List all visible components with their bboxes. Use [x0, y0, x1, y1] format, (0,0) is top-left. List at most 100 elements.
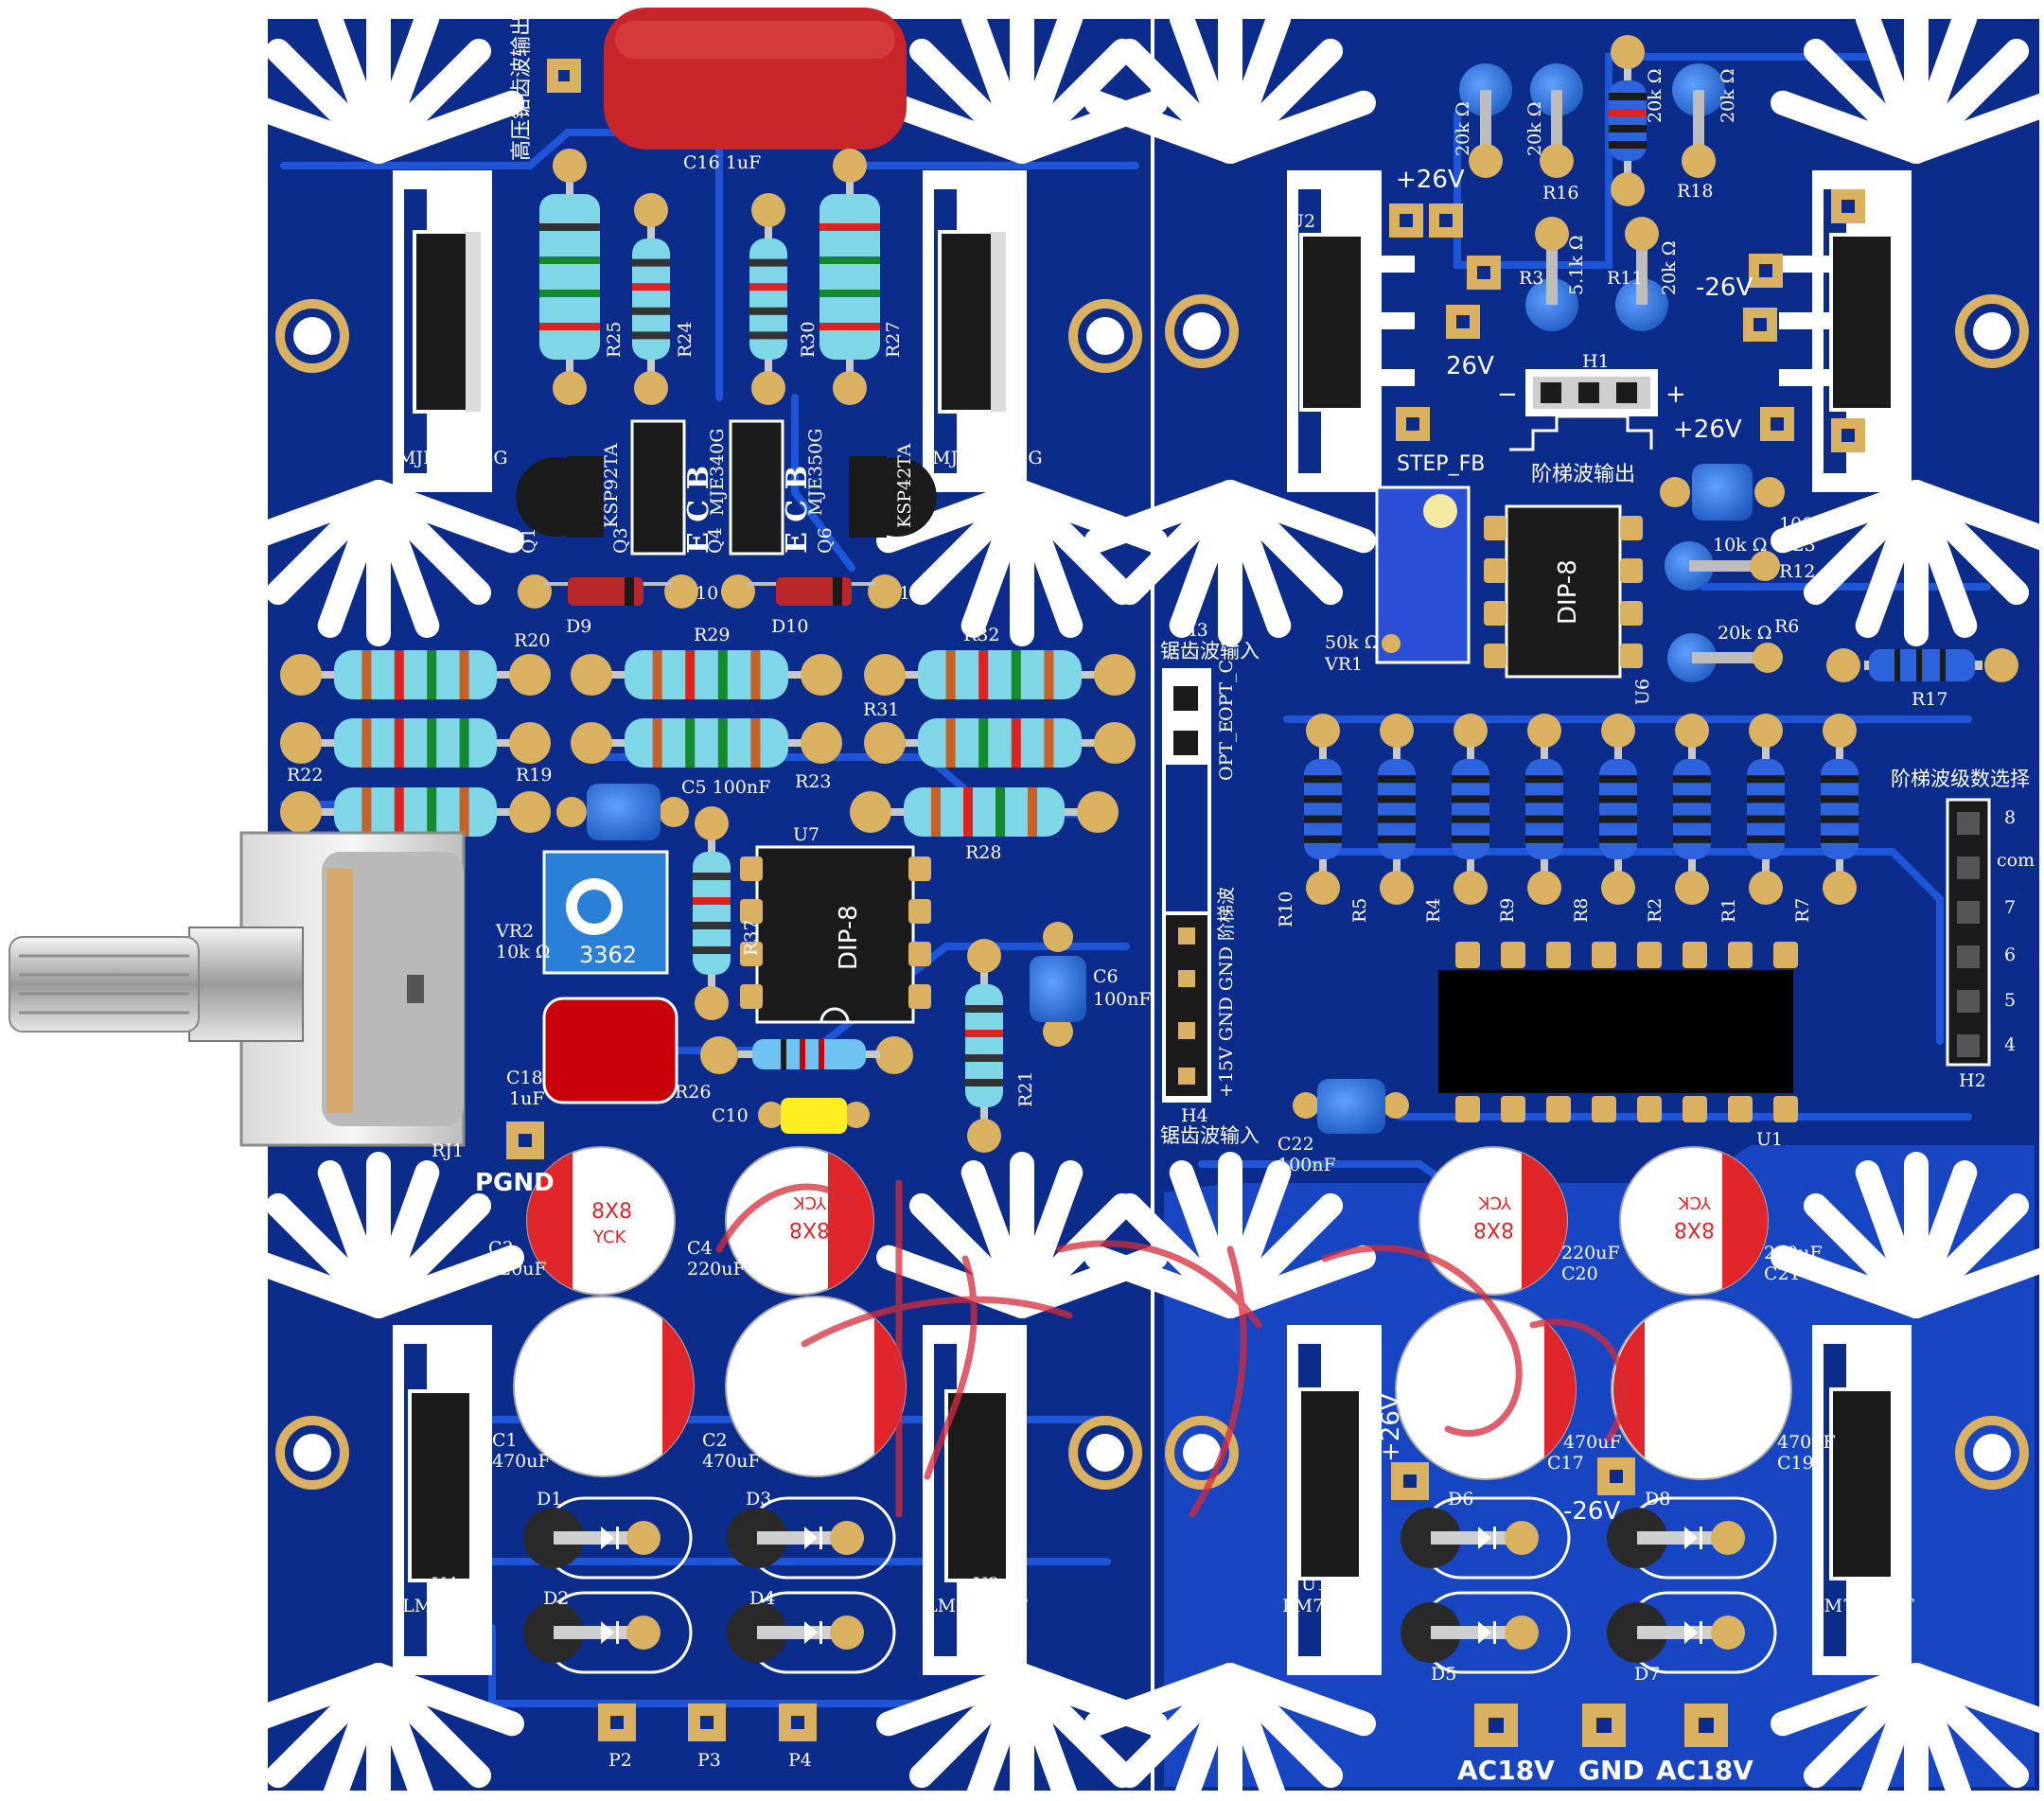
- capacitor-c19[interactable]: [1611, 1298, 1792, 1480]
- capacitor-c5[interactable]: [556, 784, 689, 840]
- bridge-diode: [727, 1496, 896, 1580]
- header-h3[interactable]: [1164, 670, 1209, 765]
- capacitor-c22[interactable]: [1293, 1079, 1409, 1134]
- pad: [801, 722, 842, 764]
- transistor-q6[interactable]: [849, 456, 937, 538]
- ic-pin: [908, 856, 931, 881]
- transistor-q2[interactable]: [413, 230, 483, 414]
- capacitor-c20[interactable]: [1418, 1146, 1568, 1296]
- capacitor-c4[interactable]: [725, 1146, 874, 1296]
- label-plus26-c: +26V: [1377, 1393, 1405, 1462]
- label-q5: Q5: [970, 424, 996, 445]
- capacitor-c21[interactable]: [1619, 1146, 1769, 1296]
- resistor-body: [632, 238, 670, 360]
- resistor-vertical: [1525, 714, 1563, 905]
- transistor-q5[interactable]: [938, 230, 1008, 414]
- heatsink-fan: [876, 1152, 1168, 1318]
- pads-p[interactable]: [598, 1704, 817, 1741]
- pad: [1454, 871, 1488, 905]
- resistor-vertical: [1747, 714, 1785, 905]
- diode-symbol: [616, 1527, 619, 1549]
- capacitor-c6[interactable]: [1030, 922, 1086, 1047]
- ic-pin: [1620, 516, 1643, 540]
- capacitor-c18[interactable]: [542, 997, 678, 1104]
- header-h1[interactable]: [1525, 369, 1658, 416]
- label-c21: C21: [1764, 1263, 1801, 1284]
- transistor-q1[interactable]: [516, 456, 604, 538]
- label-r4: R4: [1423, 898, 1444, 923]
- trimmer-vr2[interactable]: [542, 850, 669, 975]
- regulator-u17[interactable]: [1297, 1387, 1363, 1580]
- regulator-u4[interactable]: [408, 1389, 473, 1582]
- resistor-vertical: [1304, 714, 1342, 905]
- header-h2[interactable]: [1946, 798, 1991, 1067]
- capacitor-c1[interactable]: [513, 1296, 695, 1477]
- ic-u6[interactable]: [1505, 504, 1622, 679]
- diode-symbol: [1700, 1527, 1702, 1549]
- transistor-q3[interactable]: [630, 419, 686, 556]
- band: [394, 650, 404, 699]
- right-pads[interactable]: [1389, 189, 1865, 452]
- header-h4[interactable]: [1162, 911, 1211, 1100]
- cap-brand-c3: YCK: [592, 1227, 627, 1247]
- band: [1821, 835, 1859, 843]
- label-c1: C1: [492, 1430, 518, 1451]
- band: [1609, 109, 1647, 116]
- ic-pin: [1484, 644, 1507, 668]
- capacitor-c16[interactable]: [604, 8, 907, 150]
- resistor-horizontal: [280, 718, 551, 768]
- pad: [1469, 144, 1503, 178]
- band: [427, 718, 437, 768]
- band: [459, 718, 469, 768]
- pad: [850, 791, 891, 833]
- trimmer-vr1[interactable]: [1375, 486, 1471, 664]
- label-q1: Q1: [519, 527, 539, 554]
- label-p2: P2: [608, 1750, 632, 1771]
- capacitor-c23[interactable]: [1660, 464, 1785, 521]
- resistor-body: [625, 718, 788, 768]
- pads-ac[interactable]: [1474, 1704, 1728, 1747]
- diode-d9[interactable]: [518, 574, 698, 609]
- resistor-r6[interactable]: [1667, 633, 1783, 682]
- pad: [280, 654, 322, 696]
- label-d7: D7: [1634, 1664, 1660, 1685]
- band: [749, 307, 787, 315]
- pad: [1823, 714, 1857, 748]
- capacitor-c3[interactable]: [526, 1146, 676, 1296]
- ic-u1[interactable]: [1438, 970, 1793, 1093]
- regulator-u16[interactable]: [1829, 1387, 1894, 1580]
- ic-u7[interactable]: [755, 845, 915, 1024]
- pad: [553, 149, 587, 183]
- band: [978, 718, 989, 768]
- lead: [757, 1626, 847, 1639]
- label-vr2-code: 3362: [579, 942, 637, 968]
- transistor-q4[interactable]: [729, 419, 784, 556]
- heatsink-fin: [1771, 480, 1929, 554]
- regulator-u5[interactable]: [1779, 233, 1894, 412]
- pad: [1611, 172, 1645, 206]
- lead: [1551, 90, 1562, 156]
- heatsink-fan: [876, 1663, 1168, 1801]
- label-opt-c: OPT_C: [1216, 660, 1237, 721]
- capacitor-c2[interactable]: [725, 1296, 907, 1477]
- regulator-u3[interactable]: [944, 1389, 1010, 1582]
- label-stage-select: 阶梯波级数选择: [1891, 768, 2030, 790]
- ic-pin: [908, 899, 931, 924]
- heatsink-fan: [1771, 1663, 2044, 1801]
- diode-d10[interactable]: [721, 574, 902, 609]
- resistor-r12[interactable]: [1665, 541, 1780, 591]
- potentiometer-rj1[interactable]: [9, 831, 466, 1147]
- regulator-u2[interactable]: [1299, 233, 1415, 412]
- label-r12-val: 10k Ω: [1713, 535, 1767, 556]
- band: [1011, 718, 1021, 768]
- heatsink-fin: [366, 1245, 524, 1318]
- capacitor-c10[interactable]: [758, 1098, 870, 1134]
- label-d10: D10: [771, 616, 808, 637]
- label-r26: R26: [675, 1082, 711, 1103]
- capacitor-c17[interactable]: [1395, 1298, 1577, 1480]
- label-u17: U17: [1301, 1574, 1339, 1595]
- band: [1525, 795, 1563, 803]
- bridge-diode: [1401, 1591, 1571, 1674]
- resistor-r17[interactable]: [1826, 648, 2018, 682]
- resistor-r26[interactable]: [700, 1036, 913, 1074]
